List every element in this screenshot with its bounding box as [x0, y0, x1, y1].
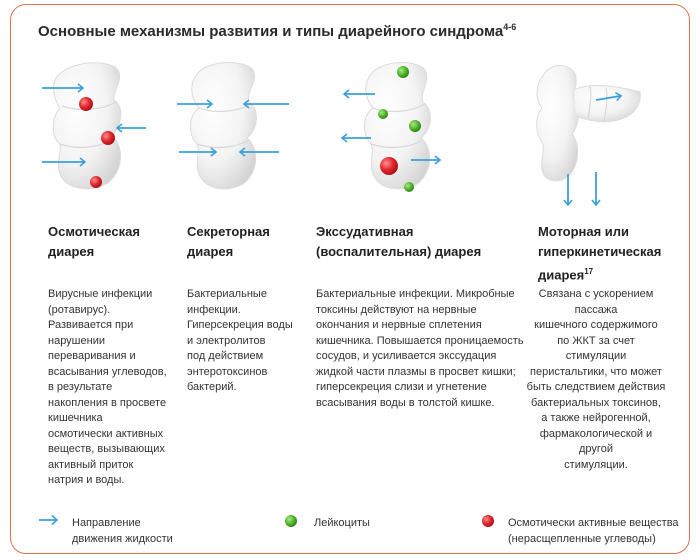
- page-title: Основные механизмы развития и типы диаре…: [38, 22, 517, 40]
- red-dot-icon: [79, 97, 93, 111]
- arrow-icon: [595, 92, 623, 102]
- green-dot-icon: [404, 182, 414, 192]
- green-dot-icon: [285, 515, 297, 527]
- intestine-segment: [190, 62, 257, 190]
- red-dot-icon: [101, 131, 115, 145]
- red-dot-icon: [90, 176, 102, 188]
- exudative-intestine-illustration: [340, 62, 442, 192]
- intestine-segment: [536, 65, 579, 182]
- green-dot-icon: [409, 120, 421, 132]
- intestine-segment: [364, 62, 431, 190]
- secretory-intestine-illustration: [177, 62, 289, 190]
- red-dot-icon: [482, 515, 494, 527]
- intestine-segment: [52, 62, 122, 190]
- green-dot-icon: [397, 66, 409, 78]
- osmotic-description: Вирусные инфекции(ротавирус).Развивается…: [48, 288, 167, 486]
- arrow-icon: [39, 514, 59, 526]
- red-dot-icon: [380, 157, 398, 175]
- exudative-diarrhea-title: Экссудативная(воспалительная) диарея: [316, 224, 482, 259]
- legend-osmotic-label: Осмотически активные вещества(нерасщепле…: [508, 517, 679, 545]
- green-dot-icon: [378, 109, 388, 119]
- legend-leukocyte-label: Лейкоциты: [314, 517, 370, 529]
- osmotic-intestine-illustration: [42, 62, 146, 190]
- motor-intestine-illustration: [536, 65, 641, 206]
